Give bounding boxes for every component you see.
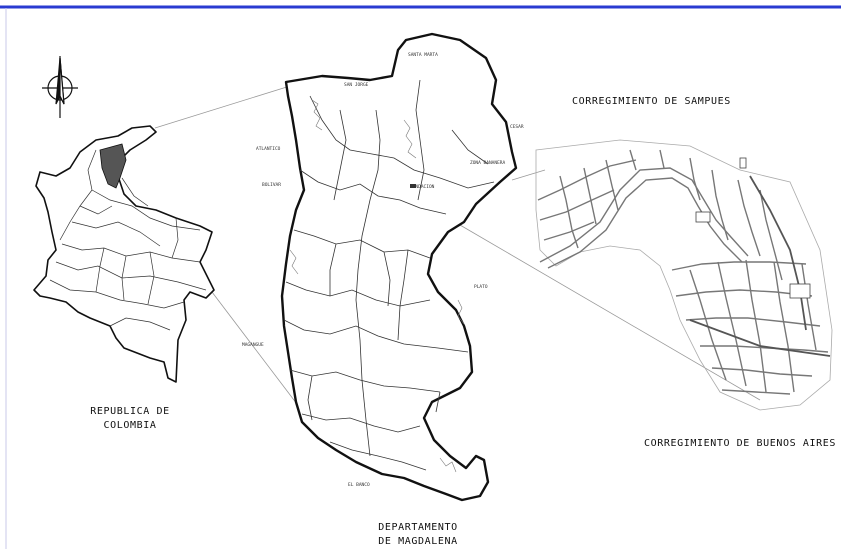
north-arrow-icon — [42, 56, 78, 118]
magdalena-internal-features — [289, 99, 465, 473]
label-san-jorge: SAN JORGE — [344, 82, 369, 88]
label-plato: PLATO — [474, 284, 488, 290]
label-magdalena-line-2: DE MAGDALENA — [378, 536, 457, 547]
magdalena-municipalities — [283, 79, 495, 471]
colombia-departments — [49, 149, 207, 331]
label-colombia-line-1: REPUBLICA DE — [90, 406, 169, 417]
magdalena-map — [280, 32, 518, 502]
magdalena-highlight — [99, 143, 127, 189]
label-cesar: CESAR — [510, 124, 524, 130]
label-magdalena-line-1: DEPARTAMENTO — [378, 522, 457, 533]
colombia-outline — [33, 125, 215, 383]
label-atlantico: ATLANTICO — [256, 146, 281, 152]
label-bolivar: BOLIVAR — [262, 182, 281, 188]
town-street-map — [535, 139, 833, 411]
colombia-map — [33, 125, 215, 383]
label-fundacion: FUNDACION — [410, 184, 435, 190]
label-buenos-aires: CORREGIMIENTO DE BUENOS AIRES — [644, 438, 836, 449]
connector-lines — [154, 85, 761, 409]
label-magangue: MAGANGUE — [242, 342, 264, 348]
label-el-banco: EL BANCO — [348, 482, 370, 488]
magdalena-site-marker — [410, 184, 416, 188]
label-sampues: CORREGIMIENTO DE SAMPUES — [572, 96, 731, 107]
label-zona-bananera: ZONA BANANERA — [470, 160, 506, 166]
building-block-2 — [695, 211, 711, 223]
magdalena-outline — [280, 32, 518, 502]
label-colombia-line-2: COLOMBIA — [104, 420, 157, 431]
building-block-1 — [789, 283, 811, 299]
town-buildings — [695, 157, 811, 299]
river — [539, 167, 749, 263]
label-santa-marta: SANTA MARTA — [408, 52, 438, 58]
building-block-3 — [739, 157, 747, 169]
